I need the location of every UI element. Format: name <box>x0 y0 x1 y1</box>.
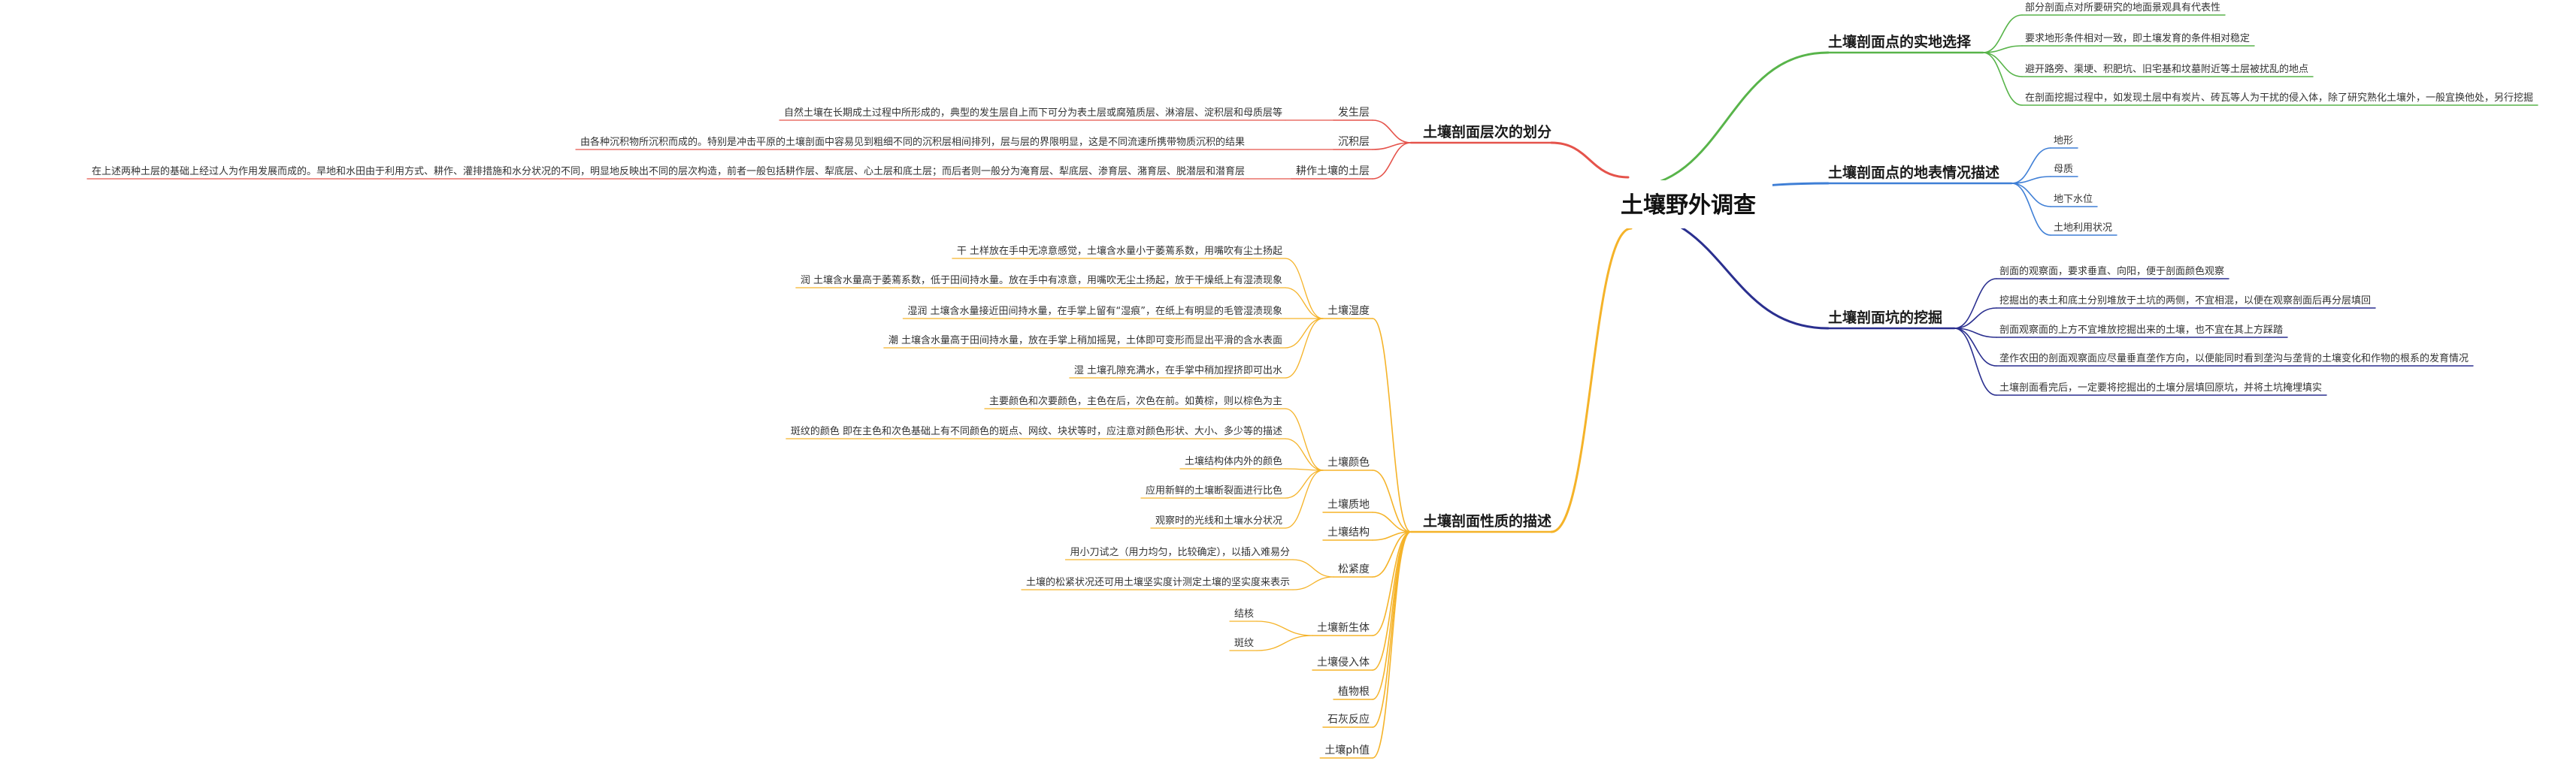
connector-line <box>1285 318 1324 379</box>
connector-line <box>1372 531 1412 578</box>
branch-title: 土壤剖面层次的划分 <box>1423 123 1551 140</box>
item-label: 部分剖面点对所要研究的地面景观具有代表性 <box>2025 2 2220 14</box>
connector-lines <box>86 14 2538 759</box>
leaf-label: 结核 <box>1234 608 1254 620</box>
connector-line <box>1372 531 1412 700</box>
connector-line <box>1285 408 1324 471</box>
item-label: 松紧度 <box>1338 563 1370 575</box>
root-title: 土壤野外调查 <box>1621 192 1756 219</box>
item-label: 要求地形条件相对一致，即土壤发育的条件相对稳定 <box>2025 32 2250 44</box>
leaf-label: 斑纹的颜色 即在主色和次色基础上有不同颜色的斑点、网纹、块状等时，应注意对颜色形… <box>791 425 1282 437</box>
connector-line <box>1285 287 1324 319</box>
connector-line <box>1954 328 1997 367</box>
connector-line <box>1954 328 1997 396</box>
connector-line <box>1372 470 1412 533</box>
leaf-label: 干 土样放在手中无凉意感觉，土壤含水量小于萎蔫系数，用嘴吹有尘土扬起 <box>957 245 1282 257</box>
item-label: 土壤结构 <box>1327 526 1370 539</box>
item-label: 土地利用状况 <box>2054 222 2112 234</box>
connector-line <box>1372 531 1412 759</box>
mind-map-nodes: 土壤野外调查 土壤剖面点的实地选择 部分剖面点对所要研究的地面景观具有代表性要求地形… <box>92 2 2533 756</box>
leaf-label: 土壤结构体内外的颜色 <box>1185 455 1282 467</box>
item-label: 挖掘出的表土和底土分别堆放于土坑的两侧，不宜相混，以便在观察剖面后再分层填回 <box>1999 294 2371 307</box>
item-label: 垄作农田的剖面观察面应尽量垂直垄作方向，以便能同时看到垄沟与垄背的土壤变化和作物… <box>1999 352 2469 364</box>
branch-title: 土壤剖面坑的挖掘 <box>1828 309 1942 326</box>
item-label: 植物根 <box>1338 686 1370 698</box>
item-label: 土壤湿度 <box>1327 304 1370 317</box>
leaf-label: 土壤的松紧状况还可用土壤坚实度计测定土壤的坚实度来表示 <box>1026 576 1290 588</box>
connector-line <box>1292 559 1334 578</box>
item-label: 土壤ph值 <box>1324 744 1370 756</box>
item-label: 土壤剖面看完后，一定要将挖掘出的土壤分层填回原坑，并将土坑掩埋填实 <box>1999 382 2322 394</box>
item-label: 沉积层 <box>1338 136 1370 148</box>
connector-line <box>1550 141 1630 179</box>
connector-line <box>1372 531 1412 728</box>
item-label: 地形 <box>2054 135 2073 146</box>
connector-line <box>1285 318 1324 349</box>
connector-line <box>2011 183 2051 207</box>
connector-line <box>1285 258 1324 319</box>
connector-line <box>1256 621 1313 636</box>
leaf-label: 由各种沉积物所沉积而成的。特别是冲击平原的土壤剖面中容易见到粗细不同的沉积层相间… <box>580 136 1245 148</box>
item-label: 土壤质地 <box>1327 498 1370 511</box>
connector-line <box>1256 635 1313 651</box>
connector-line <box>1954 307 1997 329</box>
item-label: 母质 <box>2054 164 2073 175</box>
item-label: 土壤颜色 <box>1327 456 1370 469</box>
item-label: 土壤新生体 <box>1317 621 1370 634</box>
item-label: 剖面的观察面，要求垂直、向阳，便于剖面颜色观察 <box>1999 265 2224 277</box>
connector-line <box>1624 51 1830 189</box>
item-label: 地下水位 <box>2054 194 2093 205</box>
leaf-label: 润 土壤含水量高于萎蔫系数，低于田间持水量。放在手中有凉意，用嘴吹无尘土扬起，放… <box>801 274 1282 286</box>
leaf-label: 潮 土壤含水量高于田间持水量，放在手掌上稍加摇晃，土体即可变形而显出平滑的含水表… <box>888 334 1282 346</box>
connector-line <box>1624 210 1830 330</box>
leaf-label: 应用新鲜的土壤断裂面进行比色 <box>1146 485 1282 497</box>
item-label: 剖面观察面的上方不宜堆放挖掘出来的土壤，也不宜在其上方踩踏 <box>1999 324 2283 336</box>
connector-line <box>1285 468 1324 471</box>
connector-line <box>1372 318 1412 533</box>
connector-line <box>1285 470 1324 499</box>
leaf-label: 自然土壤在长期成土过程中所形成的，典型的发生层自上而下可分为表土层或腐殖质层、淋… <box>784 107 1282 119</box>
connector-line <box>1285 438 1324 471</box>
connector-line <box>1285 470 1324 529</box>
connector-line <box>1372 142 1412 180</box>
connector-line <box>1954 278 1997 329</box>
leaf-label: 湿润 土壤含水量接近田间持水量，在手掌上留有“湿痕”，在纸上有明显的毛管湿渍现象 <box>907 305 1282 317</box>
item-label: 避开路旁、渠埂、积肥坑、旧宅基和坟墓附近等土层被扰乱的地点 <box>2025 63 2308 75</box>
branch-title: 土壤剖面性质的描述 <box>1423 512 1551 530</box>
branch-title: 土壤剖面点的实地选择 <box>1828 33 1972 50</box>
connector-line <box>1982 45 2023 53</box>
connector-line <box>1550 227 1633 533</box>
connector-line <box>1982 14 2023 53</box>
leaf-label: 在上述两种土层的基础上经过人为作用发展而成的。旱地和水田由于利用方式、耕作、灌排… <box>92 165 1245 177</box>
root-node[interactable] <box>1606 180 1772 228</box>
leaf-label: 观察时的光线和土壤水分状况 <box>1155 515 1282 527</box>
connector-line <box>2011 183 2051 236</box>
item-label: 在剖面挖掘过程中，如发现土层中有炭片、砖瓦等人为干扰的侵入体，除了研究熟化土壤外… <box>2025 92 2533 104</box>
connector-line <box>2011 176 2051 184</box>
item-label: 耕作土壤的土层 <box>1296 165 1370 177</box>
leaf-label: 斑纹 <box>1234 638 1254 649</box>
item-label: 发生层 <box>1338 107 1370 119</box>
item-label: 石灰反应 <box>1327 713 1370 726</box>
connector-line <box>1292 576 1334 590</box>
branch-title: 土壤剖面点的地表情况描述 <box>1828 164 1999 181</box>
connector-line <box>1982 52 2023 106</box>
connector-line <box>1954 328 1997 338</box>
connector-line <box>2011 147 2051 184</box>
connector-line <box>1982 52 2023 77</box>
leaf-label: 主要颜色和次要颜色，主色在后，次色在前。如黄棕，则以棕色为主 <box>989 395 1282 407</box>
leaf-label: 湿 土壤孔隙充满水，在手掌中稍加捏挤即可出水 <box>1074 364 1282 376</box>
connector-line <box>1372 119 1412 143</box>
leaf-label: 用小刀试之（用力均匀，比较确定），以插入难易分 <box>1070 547 1290 558</box>
item-label: 土壤侵入体 <box>1317 656 1370 669</box>
connector-line <box>1372 512 1412 533</box>
